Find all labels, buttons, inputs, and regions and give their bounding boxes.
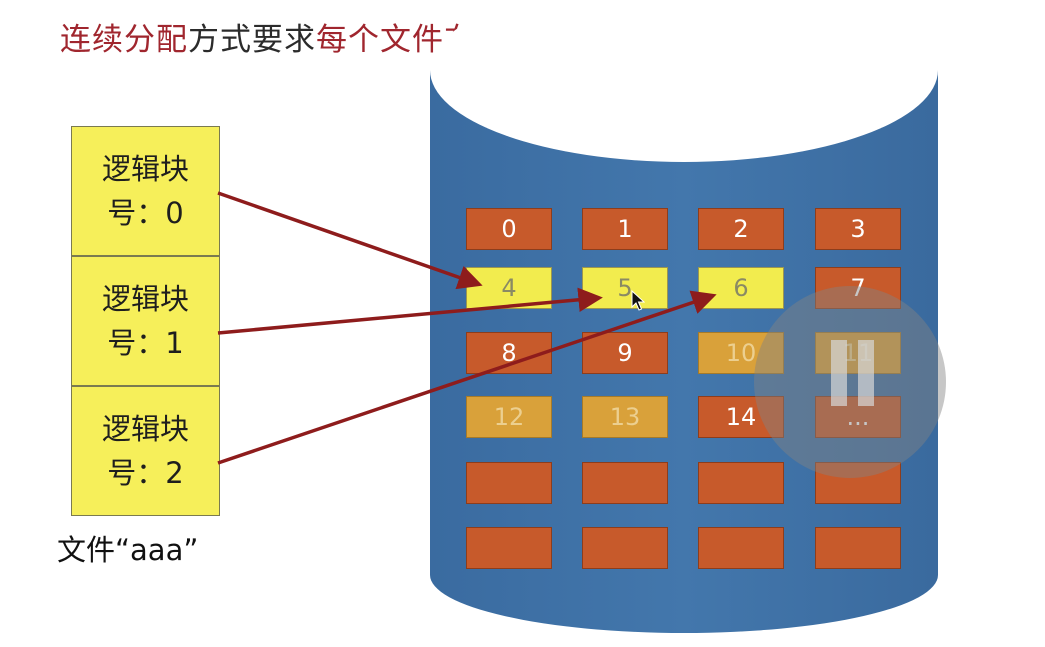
disk-block: 4: [466, 267, 552, 309]
logical-block-label: 逻辑块: [101, 412, 189, 446]
file-name-caption: 文件“aaa”: [57, 533, 199, 567]
disk-block: [466, 527, 552, 569]
logical-block-number: 号：0: [107, 196, 184, 230]
disk-block: 6: [698, 267, 784, 309]
disk-block: 12: [466, 396, 552, 438]
disk-block: [815, 462, 901, 504]
disk-block: 7: [815, 267, 901, 309]
mouse-cursor-icon: [631, 290, 645, 311]
disk-block: 1: [582, 208, 668, 250]
disk-top: [430, 0, 938, 162]
disk-block: [466, 462, 552, 504]
logical-block-label: 逻辑块: [101, 152, 189, 186]
pause-icon[interactable]: [858, 340, 874, 406]
disk-block: 0: [466, 208, 552, 250]
disk-block: [582, 527, 668, 569]
disk-block: 13: [582, 396, 668, 438]
file-logical-blocks: 逻辑块 号：0 逻辑块 号：1 逻辑块 号：2: [71, 126, 220, 516]
title-middle: 方式要求: [188, 22, 316, 58]
disk-block: [698, 462, 784, 504]
title-highlight-1: 连续分配: [60, 22, 188, 58]
logical-block-number: 号：1: [107, 326, 184, 360]
logical-block-2: 逻辑块 号：2: [71, 386, 220, 516]
pause-icon[interactable]: [831, 340, 847, 406]
disk-block: [582, 462, 668, 504]
logical-block-number: 号：2: [107, 456, 184, 490]
pause-overlay[interactable]: [754, 286, 946, 478]
disk-block: [698, 527, 784, 569]
disk-block: 2: [698, 208, 784, 250]
logical-block-label: 逻辑块: [101, 282, 189, 316]
disk-block: 5: [582, 267, 668, 309]
disk-block: 3: [815, 208, 901, 250]
disk-block: 9: [582, 332, 668, 374]
logical-block-1: 逻辑块 号：1: [71, 256, 220, 386]
logical-block-0: 逻辑块 号：0: [71, 126, 220, 256]
disk-block: 8: [466, 332, 552, 374]
disk-block: [815, 527, 901, 569]
